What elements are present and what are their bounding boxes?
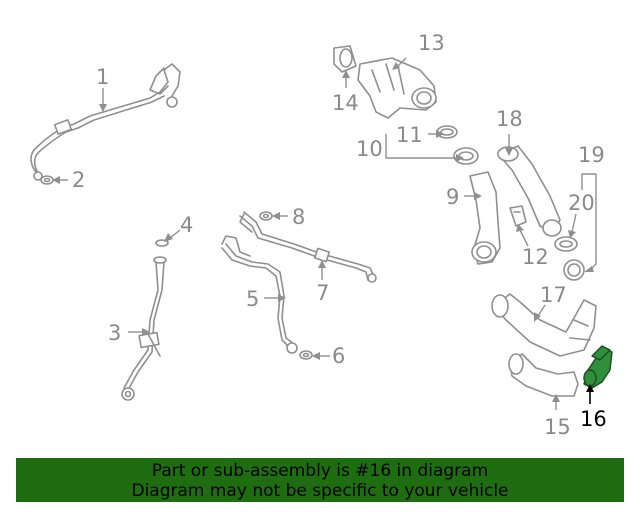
callout-1: 1	[96, 65, 109, 89]
banner-line-2: Diagram may not be specific to your vehi…	[131, 481, 509, 501]
part-8-washer[interactable]	[259, 211, 273, 221]
callout-20: 20	[568, 191, 595, 215]
part-14-clamp[interactable]	[333, 45, 357, 73]
part-20-clamp[interactable]	[554, 236, 578, 252]
callout-8: 8	[292, 205, 305, 229]
callout-14: 14	[332, 91, 359, 115]
callout-6: 6	[332, 344, 345, 368]
callout-19: 19	[578, 143, 605, 167]
callout-16-highlighted: 16	[580, 407, 607, 431]
callout-5: 5	[246, 287, 259, 311]
part-15-hose[interactable]	[508, 353, 579, 397]
callout-3: 3	[108, 321, 121, 345]
part-9-hose[interactable]	[469, 171, 501, 265]
callout-17: 17	[540, 283, 567, 307]
part-7-pipe[interactable]	[239, 211, 377, 283]
part-13-intake-housing[interactable]	[357, 57, 437, 119]
part-6-washer[interactable]	[299, 350, 313, 360]
callout-13: 13	[418, 31, 445, 55]
part-19-connector[interactable]	[563, 259, 585, 281]
callout-7: 7	[316, 281, 329, 305]
callout-15: 15	[544, 415, 571, 439]
part-18-hose[interactable]	[497, 145, 562, 237]
info-banner: Part or sub-assembly is #16 in diagram D…	[16, 458, 624, 502]
callout-9: 9	[446, 185, 459, 209]
banner-line-1: Part or sub-assembly is #16 in diagram	[151, 461, 489, 481]
part-12-sensor[interactable]	[509, 205, 527, 227]
callout-11: 11	[396, 123, 423, 147]
leader-lines	[52, 57, 597, 410]
callout-18: 18	[496, 107, 523, 131]
part-3-pipe[interactable]	[121, 256, 167, 401]
part-1-pipe[interactable]	[30, 63, 181, 181]
callout-2: 2	[72, 168, 85, 192]
callout-12: 12	[522, 245, 549, 269]
part-2-washer[interactable]	[40, 175, 54, 185]
callout-10: 10	[356, 137, 383, 161]
part-17-hose[interactable]	[491, 293, 597, 357]
part-16-elbow-highlighted[interactable]	[583, 345, 613, 389]
callout-labels: 1 2 3 4 5 6 7 8 9 10 11 12 13 14 15 16 1…	[72, 31, 607, 439]
part-5-pipe[interactable]	[221, 235, 298, 354]
callout-4: 4	[180, 213, 193, 237]
